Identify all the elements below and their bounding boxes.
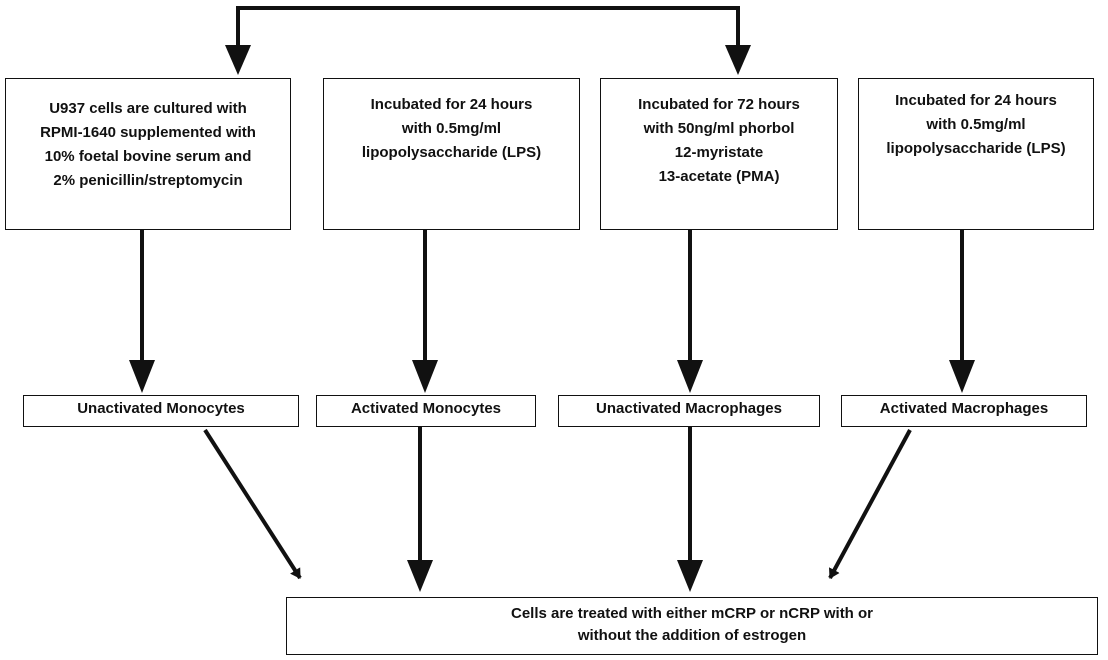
arrowhead-unactivated-monocytes (129, 360, 155, 393)
cell-type-activated-monocytes: Activated Monocytes (316, 395, 536, 427)
step-box-lps-monocytes: Incubated for 24 hours with 0.5mg/ml lip… (323, 78, 580, 230)
cell-type-unactivated-macrophages: Unactivated Macrophages (558, 395, 820, 427)
step-box-pma-text: Incubated for 72 hours with 50ng/ml phor… (601, 79, 837, 189)
step-line: Incubated for 24 hours (370, 96, 533, 113)
cell-type-label: Unactivated Monocytes (77, 400, 245, 417)
step-line: with 0.5mg/ml (926, 116, 1026, 133)
step-line: lipopolysaccharide (LPS) (361, 144, 542, 161)
step-line: lipopolysaccharide (LPS) (886, 140, 1066, 157)
step-line: Incubated for 72 hours (638, 96, 800, 113)
step-line: 10% foetal bovine serum and (44, 148, 252, 165)
arrowhead-to-step-3 (725, 45, 751, 75)
cell-type-label: Unactivated Macrophages (596, 400, 782, 417)
final-treatment-text: Cells are treated with either mCRP or nC… (287, 598, 1097, 647)
step-box-lps-macrophages-text: Incubated for 24 hours with 0.5mg/ml lip… (859, 79, 1093, 161)
step-line: with 50ng/ml phorbol (643, 120, 795, 137)
step-line: RPMI-1640 supplemented with (40, 124, 256, 141)
arrowhead-to-step-1 (225, 45, 251, 75)
step-box-lps-macrophages: Incubated for 24 hours with 0.5mg/ml lip… (858, 78, 1094, 230)
arrowhead-final-from-activated-monocytes (407, 560, 433, 592)
arrowhead-activated-monocytes (412, 360, 438, 393)
step-line: with 0.5mg/ml (401, 120, 502, 137)
step-line: U937 cells are cultured with (49, 100, 247, 117)
arrowhead-unactivated-macrophages (677, 360, 703, 393)
final-treatment-box: Cells are treated with either mCRP or nC… (286, 597, 1098, 655)
arrowhead-activated-macrophages (949, 360, 975, 393)
step-box-lps-monocytes-text: Incubated for 24 hours with 0.5mg/ml lip… (324, 79, 579, 165)
cell-type-activated-macrophages: Activated Macrophages (841, 395, 1087, 427)
step-box-culture: U937 cells are cultured with RPMI-1640 s… (5, 78, 291, 230)
arrow-activated-macrophages-to-final (828, 429, 912, 579)
step-line: Incubated for 24 hours (895, 92, 1057, 109)
arrow-unactivated-monocytes-to-final (203, 428, 302, 580)
final-line: without the addition of estrogen (577, 627, 807, 644)
step-line: 2% penicillin/streptomycin (53, 172, 243, 189)
step-box-pma: Incubated for 72 hours with 50ng/ml phor… (600, 78, 838, 230)
step-line: 12-myristate (674, 144, 764, 161)
cell-type-unactivated-monocytes: Unactivated Monocytes (23, 395, 299, 427)
top-bracket-connector (236, 6, 740, 55)
arrowhead-final-from-unactivated-macrophages (677, 560, 703, 592)
step-line: 13-acetate (PMA) (658, 168, 780, 185)
cell-type-label: Activated Macrophages (879, 400, 1049, 417)
cell-type-label: Activated Monocytes (350, 400, 502, 417)
final-line: Cells are treated with either mCRP or nC… (510, 605, 874, 622)
step-box-culture-text: U937 cells are cultured with RPMI-1640 s… (6, 79, 290, 193)
